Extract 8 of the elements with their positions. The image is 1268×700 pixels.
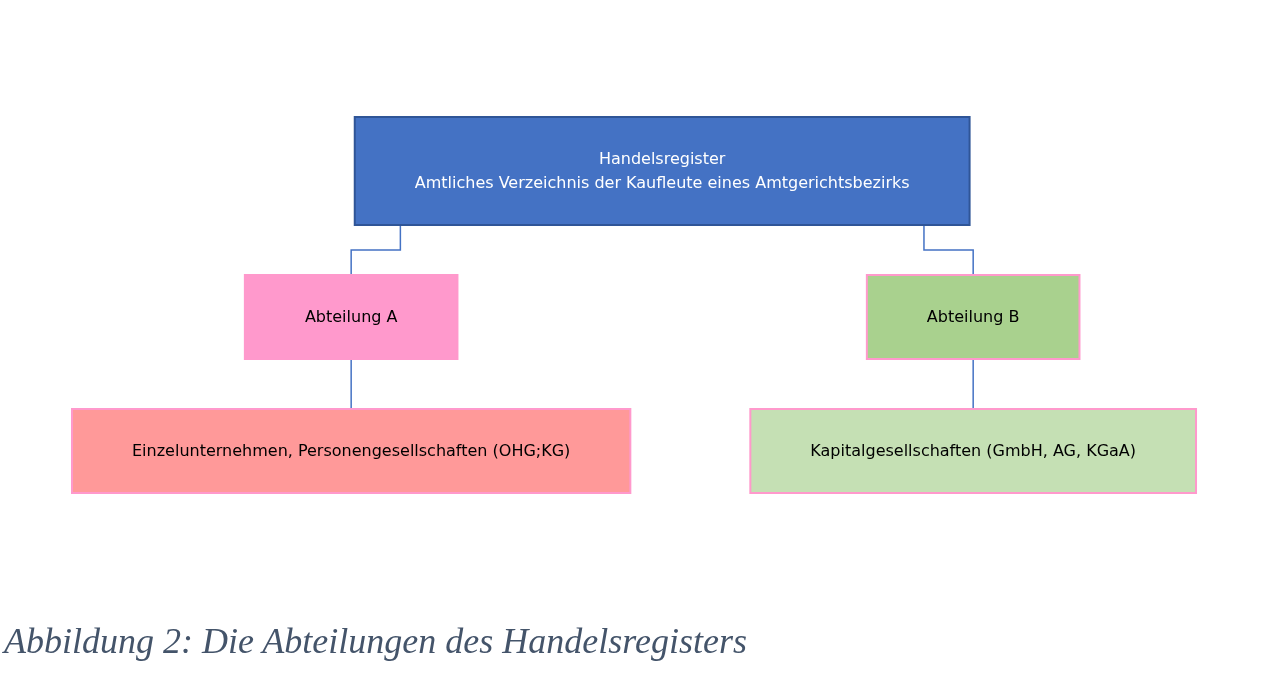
node-box: Einzelunternehmen, Personengesellschaften (OHG;KG) bbox=[71, 408, 632, 494]
figure-caption: Abbildung 2: Die Abteilungen des Handelsregisters bbox=[4, 620, 747, 662]
connector bbox=[350, 358, 352, 410]
node-box: Abteilung A bbox=[243, 274, 459, 360]
node-box: Handelsregister Amtliches Verzeichnis der Kaufleute eines Amtgerichtsbezirks bbox=[353, 116, 971, 226]
connector bbox=[972, 358, 974, 410]
node-box: Kapitalgesellschaften (GmbH, AG, KGaA) bbox=[749, 408, 1197, 494]
node-box: Abteilung B bbox=[865, 274, 1081, 360]
